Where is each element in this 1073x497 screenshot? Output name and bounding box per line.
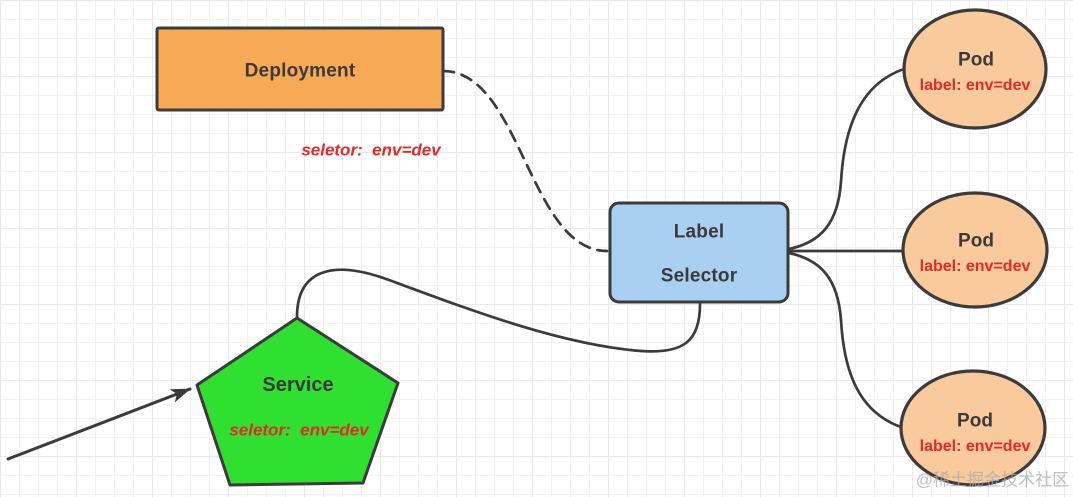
pod1-tag: label: env=dev [919, 77, 1031, 94]
pod1-label: Pod [958, 49, 994, 71]
deployment-to-selector-dashed-link [441, 69, 609, 253]
service-node [195, 316, 400, 487]
deployment-selector-note: seletor: env=dev [301, 140, 441, 160]
pod-node-3 [899, 369, 1047, 487]
ingress-arrow [6, 387, 192, 461]
label-selector-label-line1: Label [673, 221, 725, 243]
pod-node-2 [901, 191, 1049, 309]
selector-to-pod3-link [787, 251, 906, 430]
label-selector-label-line2: Selector [660, 265, 738, 287]
service-to-selector-link [295, 268, 702, 353]
selector-to-pod1-link [787, 67, 906, 251]
watermark: @稀土掘金技术社区 [915, 470, 1069, 490]
pod3-tag: label: env=dev [919, 438, 1031, 455]
deployment-label: Deployment [244, 60, 356, 82]
service-selector-note: seletor: env=dev [229, 420, 369, 440]
pod-node-1 [902, 8, 1048, 130]
pod3-label: Pod [957, 410, 993, 432]
label-selector-node [608, 201, 790, 304]
pod2-tag: label: env=dev [919, 258, 1031, 275]
pod2-label: Pod [958, 230, 994, 252]
deployment-node [155, 26, 445, 112]
service-label: Service [262, 374, 334, 396]
